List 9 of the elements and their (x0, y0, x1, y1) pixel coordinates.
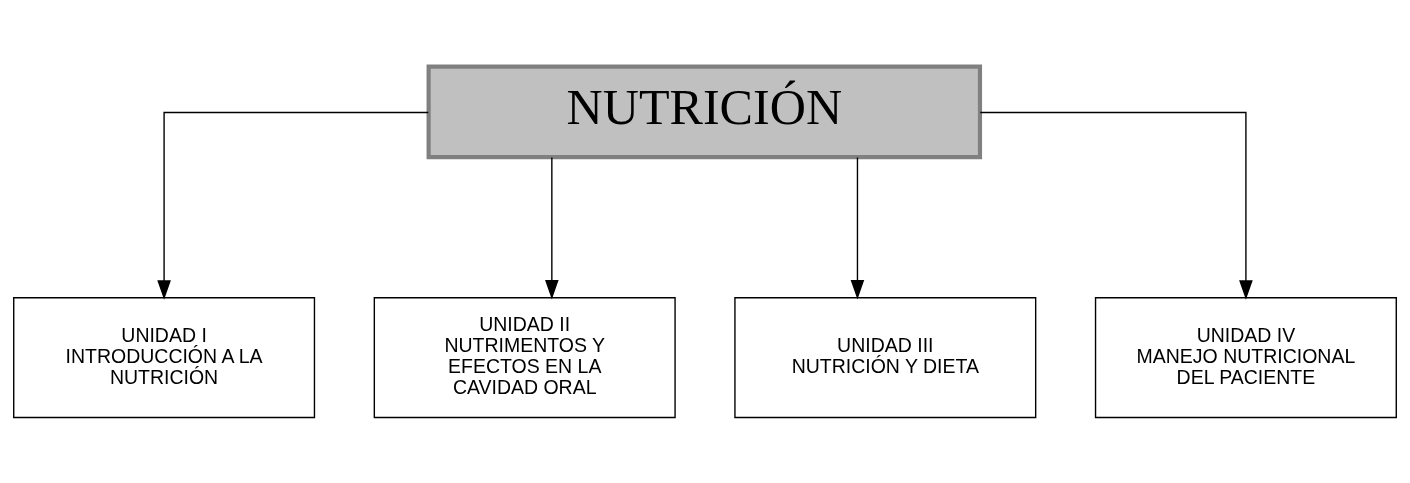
arrow (545, 156, 559, 299)
node-box: UNIDAD II NUTRIMENTOS Y EFECTOS EN LA CAVIDAD ORAL (373, 296, 676, 418)
arrow (979, 111, 1253, 300)
node-box: UNIDAD IV MANEJO NUTRICIONAL DEL PACIENTE (1094, 296, 1397, 418)
node-box: UNIDAD I INTRODUCCIÓN A LA NUTRICIÓN (13, 296, 316, 418)
node-box: NUTRICIÓN (426, 63, 983, 159)
node-box: UNIDAD III NUTRICIÓN Y DIETA (734, 296, 1037, 418)
arrow (157, 111, 429, 300)
arrow (850, 156, 865, 299)
